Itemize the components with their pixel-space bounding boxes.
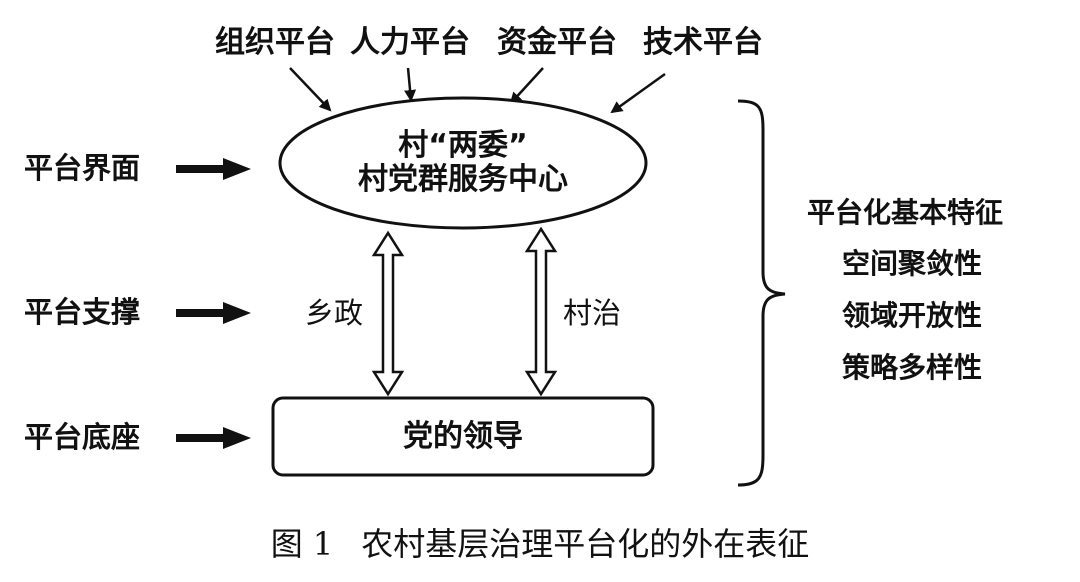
features-heading: 平台化基本特征: [807, 196, 1004, 229]
feature-domain-openness: 领域开放性: [842, 299, 983, 332]
thick-arrow-support: [176, 302, 251, 324]
platform-organization-label: 组织平台: [215, 25, 335, 60]
double-arrow-village: [524, 226, 558, 397]
platform-technology-label: 技术平台: [643, 25, 763, 60]
feature-spatial-convergence: 空间聚敛性: [842, 247, 983, 280]
platform-funding-label: 资金平台: [497, 25, 617, 60]
arrow-funding-to-ellipse: [509, 67, 544, 105]
arrow-organization-to-ellipse: [289, 67, 332, 112]
ellipse-text: 村“两委” 村党群服务中心: [280, 129, 646, 197]
figure-title: 农村基层治理平台化的外在表征: [361, 525, 810, 563]
platform-base-label: 平台底座: [24, 420, 141, 454]
platform-support-label: 平台支撑: [24, 295, 141, 329]
thick-arrow-interface: [176, 158, 251, 180]
arrow-technology-to-ellipse: [610, 72, 666, 114]
party-leadership-text: 党的领导: [403, 419, 523, 454]
platform-interface-label: 平台界面: [24, 151, 141, 185]
double-arrow-township: [371, 230, 405, 397]
township-connector-label: 乡政: [305, 296, 364, 330]
ellipse-line-1: 村“两委”: [398, 128, 528, 163]
arrow-human-to-ellipse: [404, 67, 417, 102]
village-connector-label: 村治: [563, 296, 622, 330]
right-bracket: [737, 99, 786, 487]
village-committee-ellipse: [278, 96, 648, 230]
figure-number: 图 1: [270, 525, 334, 563]
figure-caption: 图 1 农村基层治理平台化的外在表征: [0, 528, 1080, 560]
party-leadership-box: [271, 396, 655, 477]
feature-strategy-diversity: 策略多样性: [842, 351, 983, 384]
ellipse-line-2: 村党群服务中心: [358, 162, 568, 197]
thick-arrow-base: [176, 427, 251, 449]
platform-human-label: 人力平台: [350, 25, 470, 60]
